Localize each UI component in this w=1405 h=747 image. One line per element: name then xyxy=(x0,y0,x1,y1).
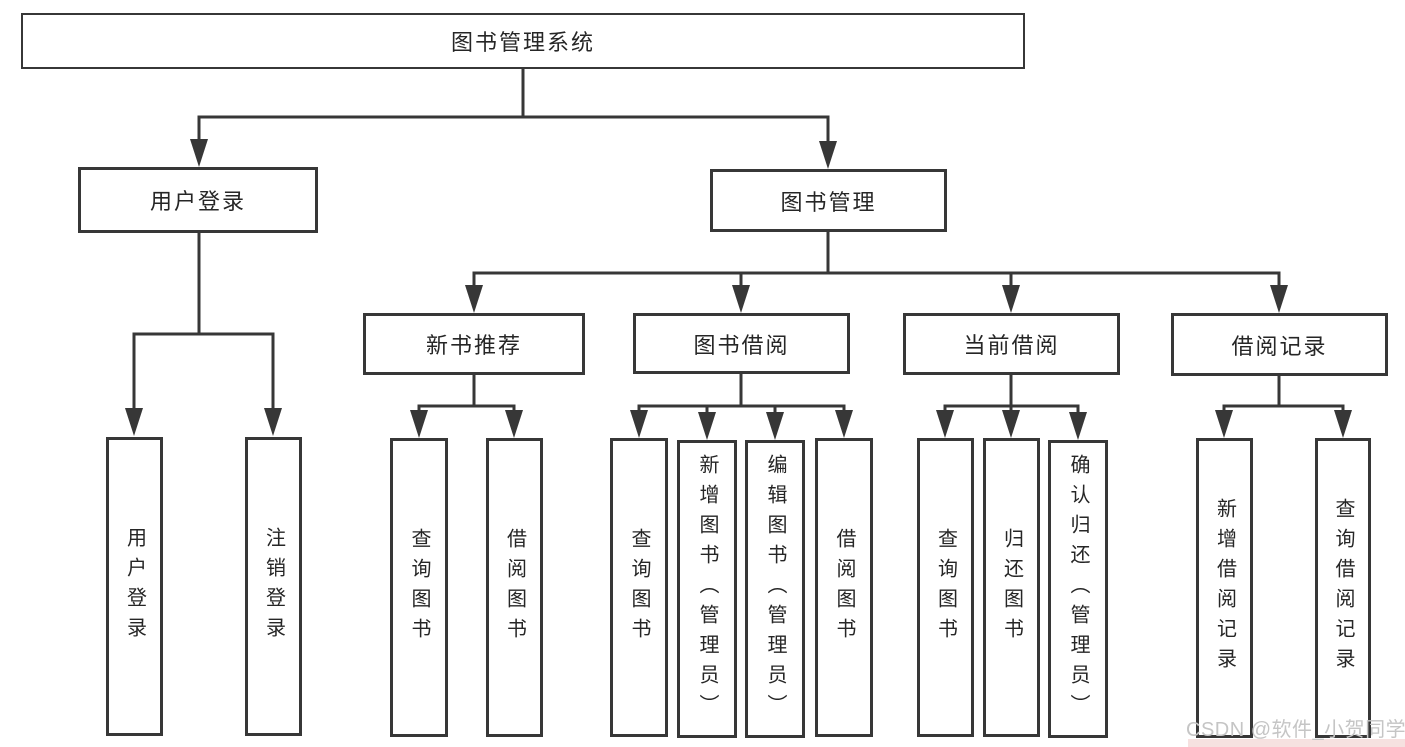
leaf-bb-query-books-label: 查询图书 xyxy=(628,527,650,648)
node-new-book-recommendation: 新书推荐 xyxy=(363,313,585,375)
leaf-br-query-record-label: 查询借阅记录 xyxy=(1332,498,1354,678)
leaf-user-login: 用户登录 xyxy=(106,437,163,736)
leaf-bb-edit-books-admin: 编辑图书（管理员） xyxy=(745,440,805,738)
arrowhead-icons xyxy=(125,139,1352,440)
leaf-bb-add-books-admin: 新增图书（管理员） xyxy=(677,440,737,738)
node-borrowing-records-label: 借阅记录 xyxy=(1231,333,1328,359)
leaf-br-query-record: 查询借阅记录 xyxy=(1315,438,1371,738)
node-book-borrowing-label: 图书借阅 xyxy=(693,332,790,358)
watermark-tint xyxy=(1188,739,1405,747)
leaf-nb-query-books: 查询图书 xyxy=(390,438,448,737)
leaf-nb-borrow-books: 借阅图书 xyxy=(486,438,543,737)
leaf-bb-edit-books-admin-label: 编辑图书（管理员） xyxy=(764,454,786,724)
leaf-cb-query-books-label: 查询图书 xyxy=(934,527,957,648)
leaf-br-add-record: 新增借阅记录 xyxy=(1196,438,1253,738)
node-current-borrowing-label: 当前借阅 xyxy=(963,333,1060,358)
node-user-login: 用户登录 xyxy=(78,167,318,233)
node-borrowing-records: 借阅记录 xyxy=(1171,313,1388,376)
leaf-cb-return-books: 归还图书 xyxy=(983,438,1040,737)
node-library-system: 图书管理系统 xyxy=(21,13,1025,69)
leaf-bb-query-books: 查询图书 xyxy=(610,438,668,737)
node-book-borrowing: 图书借阅 xyxy=(633,313,850,374)
leaf-logout-label: 注销登录 xyxy=(262,526,285,647)
leaf-bb-add-books-admin-label: 新增图书（管理员） xyxy=(696,454,718,724)
watermark: CSDN @软件_小贺同学 xyxy=(1186,719,1405,741)
leaf-bb-borrow-books: 借阅图书 xyxy=(815,438,873,737)
leaf-cb-confirm-return-admin: 确认归还（管理员） xyxy=(1048,440,1108,738)
node-current-borrowing: 当前借阅 xyxy=(903,313,1120,375)
leaf-nb-query-books-label: 查询图书 xyxy=(408,527,430,648)
leaf-cb-return-books-label: 归还图书 xyxy=(1000,527,1023,648)
leaf-br-add-record-label: 新增借阅记录 xyxy=(1213,498,1236,678)
node-book-management-label: 图书管理 xyxy=(780,189,877,215)
node-book-management: 图书管理 xyxy=(710,169,947,232)
node-library-system-label: 图书管理系统 xyxy=(450,30,595,55)
leaf-cb-query-books: 查询图书 xyxy=(917,438,974,737)
leaf-user-login-label: 用户登录 xyxy=(123,526,146,647)
leaf-bb-borrow-books-label: 借阅图书 xyxy=(833,527,855,648)
leaf-logout: 注销登录 xyxy=(245,437,302,736)
node-user-login-label: 用户登录 xyxy=(149,189,246,214)
leaf-cb-confirm-return-admin-label: 确认归还（管理员） xyxy=(1067,454,1089,724)
node-new-book-recommendation-label: 新书推荐 xyxy=(425,333,522,358)
leaf-nb-borrow-books-label: 借阅图书 xyxy=(503,527,526,648)
